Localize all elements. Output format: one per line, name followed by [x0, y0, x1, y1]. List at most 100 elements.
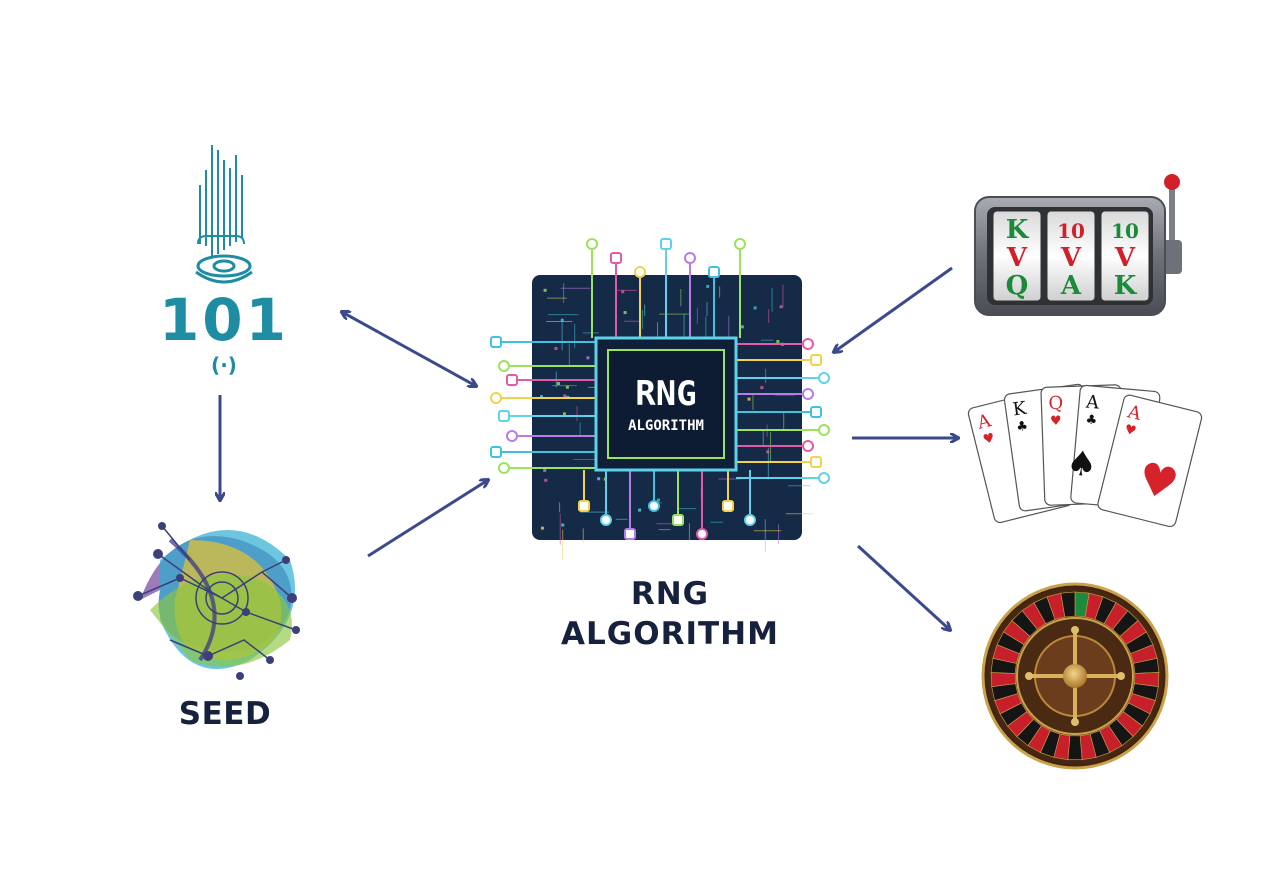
pin-terminal [506, 430, 518, 442]
circuit-node [561, 523, 565, 527]
pin-terminal [600, 514, 612, 526]
slot-symbol: 10 [1057, 219, 1085, 243]
pin-terminal [498, 462, 510, 474]
circuit-node [623, 311, 627, 315]
roulette-wheel-icon [981, 582, 1169, 770]
circuit-node [543, 468, 547, 472]
slot-symbol: Q [1006, 271, 1029, 301]
rng-caption-line2: ALGORITHM [561, 616, 779, 652]
circuit-node [753, 306, 757, 310]
pin-terminal [490, 336, 502, 348]
playing-cards-icon: A♥K♣Q♥A♣A♥♥♠ [967, 383, 1203, 528]
pin-terminal [810, 354, 822, 366]
slot-reel [1046, 210, 1096, 302]
pin-terminal [802, 338, 814, 350]
entropy-source: 101 (·) [159, 145, 289, 377]
circuit-node [586, 356, 590, 360]
rng-chip: RNG ALGORITHM [490, 238, 830, 561]
circuit-node [760, 386, 764, 390]
circuit-node [563, 394, 567, 398]
pin-terminal [490, 392, 502, 404]
spade-suit-icon: ♠ [1065, 443, 1099, 486]
heart-suit-icon: ♥ [981, 431, 996, 448]
pin-terminal [810, 456, 822, 468]
pin-terminal [818, 424, 830, 436]
slot-symbol: V [1060, 243, 1082, 273]
pin-terminal [734, 238, 746, 250]
pin-terminal [624, 528, 636, 540]
roulette-pocket [1060, 591, 1076, 618]
arrow-seed-to-rng [367, 480, 488, 558]
arrows [220, 266, 958, 630]
pin-terminal [818, 472, 830, 484]
circuit-node [747, 397, 751, 401]
playing-card: A♥ [1097, 394, 1203, 528]
pin-terminal [634, 266, 646, 278]
pin-terminal [802, 388, 814, 400]
pin-terminal [744, 514, 756, 526]
circuit-node [638, 508, 642, 512]
circuit-node [543, 288, 547, 292]
slot-reel [992, 210, 1042, 302]
circuit-node [540, 395, 544, 399]
chip-circuit-traces [540, 283, 814, 561]
heart-suit-icon: ♥ [1050, 414, 1062, 429]
card-rank: Q [1048, 393, 1063, 415]
circuit-node [544, 478, 548, 482]
slot-symbol: K [1006, 215, 1030, 245]
pin-terminal [610, 252, 622, 264]
seed-label: SEED [178, 696, 272, 732]
pin-terminal [722, 500, 734, 512]
circuit-node [540, 526, 544, 530]
club-suit-icon: ♣ [1085, 413, 1098, 429]
card-rank: A [974, 410, 994, 434]
arrow-slot-to-rng [834, 266, 953, 352]
slot-symbol: K [1114, 271, 1138, 301]
slot-symbol: A [1060, 271, 1082, 301]
pin-terminal [708, 266, 720, 278]
slot-symbol: V [1006, 243, 1028, 273]
pin-terminal [498, 360, 510, 372]
pin-terminal [802, 440, 814, 452]
pin-terminal [660, 238, 672, 250]
arrow-entropy-rng-bidirectional [342, 312, 476, 386]
pin-terminal [578, 500, 590, 512]
circuit-node [562, 412, 566, 416]
rng-caption-line1: RNG [630, 576, 710, 612]
arrow-rng-to-roulette [856, 544, 950, 630]
entropy-stream-lines-icon [197, 145, 245, 258]
entropy-digits: 101 [159, 286, 289, 354]
chip-die-inner [607, 349, 725, 459]
slot-symbol: 10 [1111, 219, 1139, 243]
heart-suit-icon: ♥ [1123, 422, 1138, 439]
entropy-ring-icon [195, 254, 253, 284]
slot-symbol: V [1114, 243, 1136, 273]
pin-terminal [818, 372, 830, 384]
roulette-pockets [990, 591, 1160, 761]
circuit-node [560, 318, 564, 322]
chip-pins [490, 238, 830, 540]
pin-terminal [490, 446, 502, 458]
circuit-node [556, 382, 560, 386]
pin-terminal [648, 500, 660, 512]
pin-terminal [506, 374, 518, 386]
circuit-node [656, 498, 660, 502]
card-rank: A [1125, 401, 1145, 425]
pin-terminal [810, 406, 822, 418]
chip-label-algorithm: ALGORITHM [628, 418, 704, 434]
pin-terminal [498, 410, 510, 422]
circuit-node [554, 346, 558, 350]
slot-reel [1100, 210, 1150, 302]
circuit-node [740, 325, 744, 329]
circuit-node [706, 284, 710, 288]
circuit-node [565, 385, 569, 389]
entropy-symbol: (·) [211, 353, 237, 377]
circuit-node [621, 290, 625, 294]
card-rank: K [1011, 398, 1028, 421]
roulette-pocket [1067, 735, 1083, 760]
pin-terminal [696, 528, 708, 540]
seed-knot-icon [133, 522, 300, 680]
